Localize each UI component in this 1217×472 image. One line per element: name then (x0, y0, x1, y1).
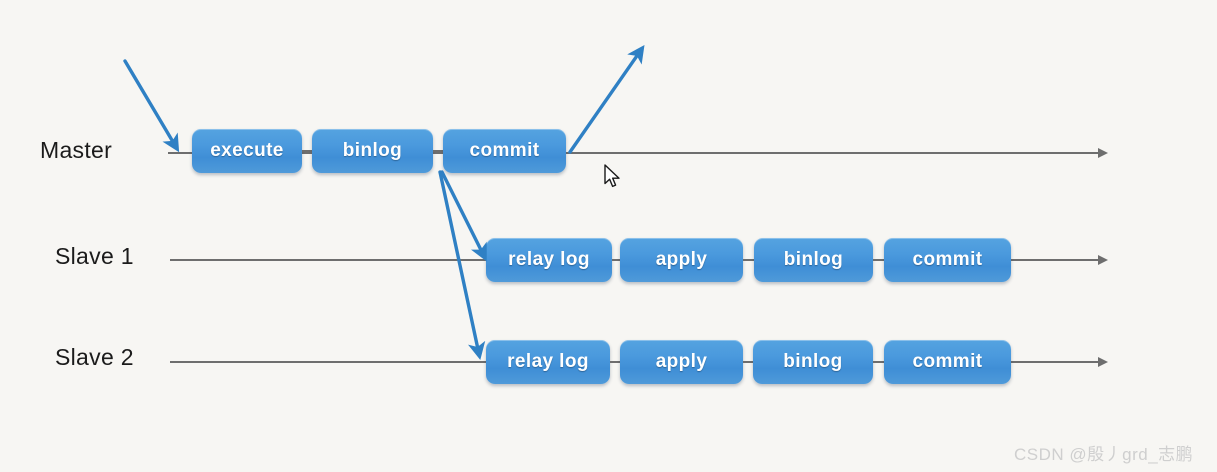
process-box-commit[interactable]: commit (443, 129, 566, 173)
process-box-binlog[interactable]: binlog (753, 340, 873, 384)
row-label-slave-2: Slave 2 (55, 344, 134, 370)
row-label-slave-1: Slave 1 (55, 243, 134, 269)
row-label-master: Master (40, 137, 113, 163)
box-connector (612, 259, 620, 261)
outbound-from-commit-arrow (568, 44, 645, 154)
timeline-arrowhead-row-0 (1098, 148, 1108, 158)
timeline-arrowhead-row-1 (1098, 255, 1108, 265)
process-box-binlog[interactable]: binlog (754, 238, 873, 282)
process-box-binlog[interactable]: binlog (312, 129, 433, 173)
box-connector (873, 259, 884, 261)
inbound-to-execute-arrow (123, 59, 180, 153)
timeline-arrowhead-row-2 (1098, 357, 1108, 367)
commit-to-slave1-relaylog-arrow (440, 170, 487, 262)
process-box-execute[interactable]: execute (192, 129, 302, 173)
box-connector (302, 150, 312, 152)
box-connector (610, 361, 620, 363)
box-connector (743, 361, 753, 363)
mouse-cursor (604, 164, 620, 188)
box-connector (743, 259, 754, 261)
box-connector (433, 150, 443, 152)
process-box-commit[interactable]: commit (884, 238, 1011, 282)
timeline-row-0 (168, 152, 1098, 154)
commit-to-slave2-relaylog-arrow (438, 170, 486, 360)
process-box-apply[interactable]: apply (620, 340, 743, 384)
box-connector (873, 361, 884, 363)
process-box-apply[interactable]: apply (620, 238, 743, 282)
process-box-commit[interactable]: commit (884, 340, 1011, 384)
process-box-relay-log[interactable]: relay log (486, 238, 612, 282)
process-box-relay-log[interactable]: relay log (486, 340, 610, 384)
csdn-watermark: CSDN @殷丿grd_志鹏 (1014, 445, 1194, 464)
